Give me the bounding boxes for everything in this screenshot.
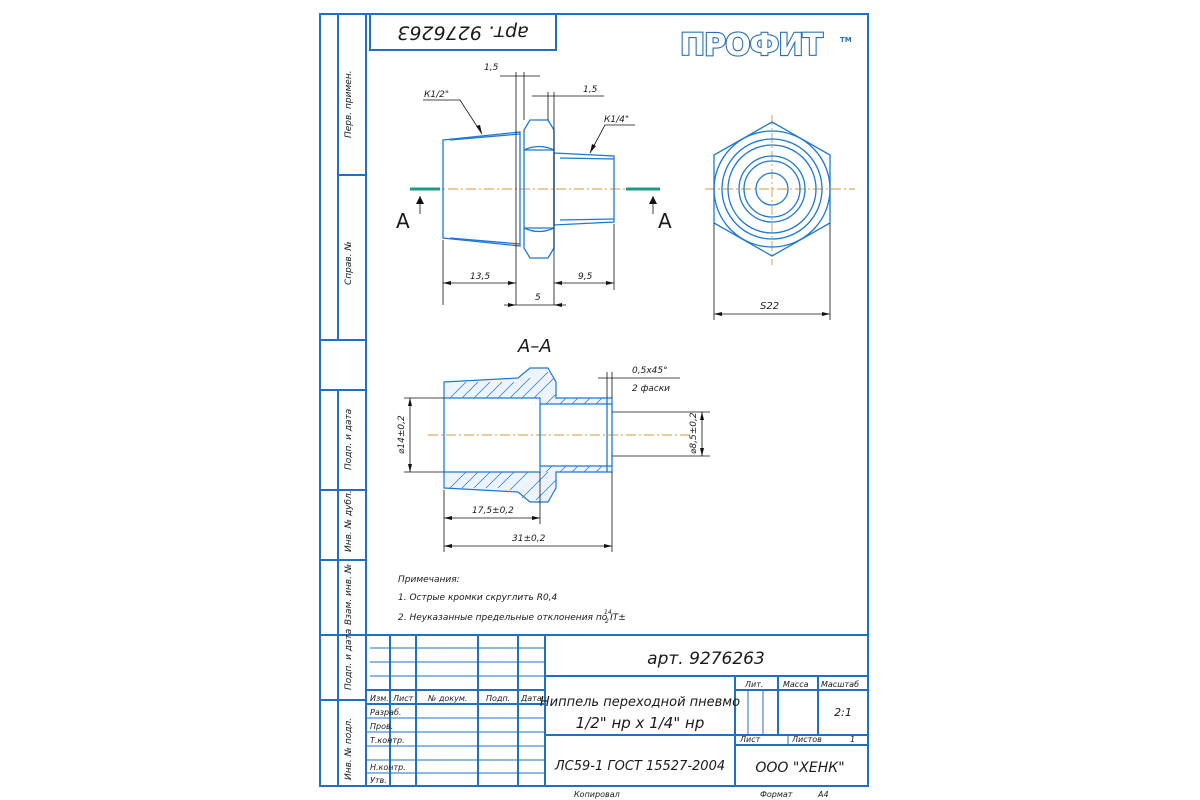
notes-line-1: 1. Острые кромки скруглить R0,4 [398, 593, 558, 603]
side-label-vzam-inv: Взам. инв. № [344, 564, 354, 625]
notes-line-2-sub: 2 [605, 618, 609, 625]
row-razrab: Разраб. [370, 708, 401, 717]
dim-thread-right: К1/4" [604, 115, 629, 125]
top-article-stamp: арт. 9276263 [369, 13, 557, 51]
kopiroval-label: Копировал [574, 790, 620, 799]
sheets-value: 1 [850, 735, 855, 744]
masshtab-label: Масштаб [821, 680, 859, 689]
dim-gap-left: 1,5 [484, 63, 499, 73]
dim-dia-left: ⌀14±0,2 [397, 415, 407, 454]
front-view: А А К1/2" К1/4" 1,5 1,5 13,5 9,5 5 [396, 63, 672, 307]
profit-logo: ПРОФИТ TM [679, 27, 852, 64]
dim-thread-left: К1/2" [424, 90, 449, 100]
side-label-inv-podl: Инв. № подл. [344, 718, 354, 780]
sheet-label: Лист [739, 735, 761, 744]
header-podp: Подп. [486, 694, 510, 703]
article-number: арт. 9276263 [647, 649, 765, 669]
lit-label: Лит. [744, 680, 763, 689]
notes-line-2: 2. Неуказанные предельные отклонения по … [398, 613, 626, 623]
massa-label: Масса [783, 680, 809, 689]
sheets-label: Листов [791, 735, 822, 744]
row-prov: Пров. [370, 722, 393, 731]
notes-line-2-sup: 14 [604, 609, 612, 616]
part-name-line-2: 1/2" нр х 1/4" нр [576, 714, 705, 732]
section-title: А–А [517, 336, 552, 357]
part-name-line-1: Ниппель переходной пневмо [540, 695, 740, 710]
row-nkontr: Н.контр. [370, 763, 406, 772]
side-label-perv-primen: Перв. примен. [344, 70, 354, 138]
section-view: А–А [397, 336, 710, 552]
dim-gap-right: 1,5 [583, 85, 598, 95]
format-label: Формат [760, 790, 793, 799]
row-utv: Утв. [370, 776, 387, 785]
header-doc: № докум. [427, 694, 467, 703]
row-tkontr: Т.контр. [370, 736, 405, 745]
header-list: Лист [392, 694, 414, 703]
logo-tm: TM [840, 36, 852, 44]
dim-hex-size: S22 [760, 301, 779, 312]
header-izm: Изм. [370, 694, 389, 703]
hex-view: S22 [705, 115, 855, 320]
material: ЛС59-1 ГОСТ 15527-2004 [554, 759, 725, 774]
dim-chamfer-note: 2 фаски [632, 384, 670, 394]
dim-len-inner: 17,5±0,2 [472, 506, 514, 516]
side-label-podp-data-2: Подп. и дата [344, 629, 354, 690]
side-label-sprav-no: Справ. № [344, 241, 354, 285]
section-hatching [449, 371, 603, 501]
title-block: Изм. Лист № докум. Подп. Дата Разраб. Пр… [366, 634, 868, 799]
section-mark-right: А [658, 209, 672, 233]
company-name: ООО "ХЕНК" [755, 760, 844, 776]
notes: Примечания: 1. Острые кромки скруглить R… [398, 575, 626, 625]
notes-title: Примечания: [398, 575, 460, 585]
scale-value: 2:1 [834, 706, 852, 719]
header-date: Дата [520, 694, 542, 703]
side-label-inv-dubl: Инв. № дубл. [344, 490, 354, 552]
side-label-podp-data-1: Подп. и дата [344, 409, 354, 470]
dim-len-left: 13,5 [470, 272, 490, 282]
dim-dia-right: ⌀8,5±0,2 [689, 412, 699, 454]
top-article-text: арт. 9276263 [397, 22, 528, 44]
dim-len-total: 31±0,2 [512, 534, 546, 544]
section-mark-left: А [396, 209, 410, 233]
logo-text: ПРОФИТ [680, 28, 823, 63]
dim-len-right: 9,5 [578, 272, 593, 282]
format-value: А4 [817, 790, 829, 799]
dim-chamfer: 0,5х45° [632, 366, 668, 376]
dim-len-hex: 5 [535, 293, 541, 303]
